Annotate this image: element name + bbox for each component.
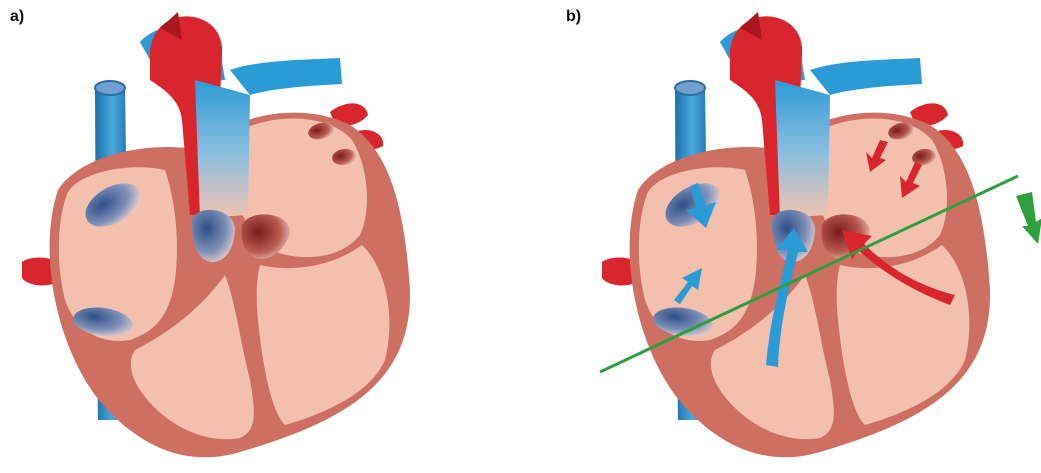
left-ventricle [257,245,390,425]
pulmonary-trunk [195,80,250,218]
heart-diagram-a [0,0,500,473]
vena-cava-opening [675,81,705,95]
panel-label-b: b) [566,8,581,26]
vena-cava-opening [95,81,125,95]
pulmonary-artery-right-branch [230,58,342,95]
left-ventricle [837,245,970,425]
pulmonary-artery-right-branch [810,58,922,95]
pulmonary-trunk [775,80,830,218]
arrow-icon [1016,192,1041,244]
heart-diagram-b [580,0,1041,473]
